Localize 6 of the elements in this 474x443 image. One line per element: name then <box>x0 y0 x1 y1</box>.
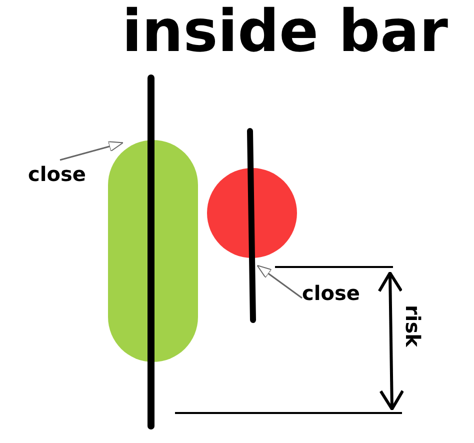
dimension-label: risk <box>402 305 423 347</box>
leader-arrow <box>256 264 302 299</box>
close-label: close <box>28 164 84 190</box>
leader-arrow <box>60 141 124 161</box>
title: inside bar <box>121 2 449 60</box>
close-label: close <box>302 283 358 309</box>
